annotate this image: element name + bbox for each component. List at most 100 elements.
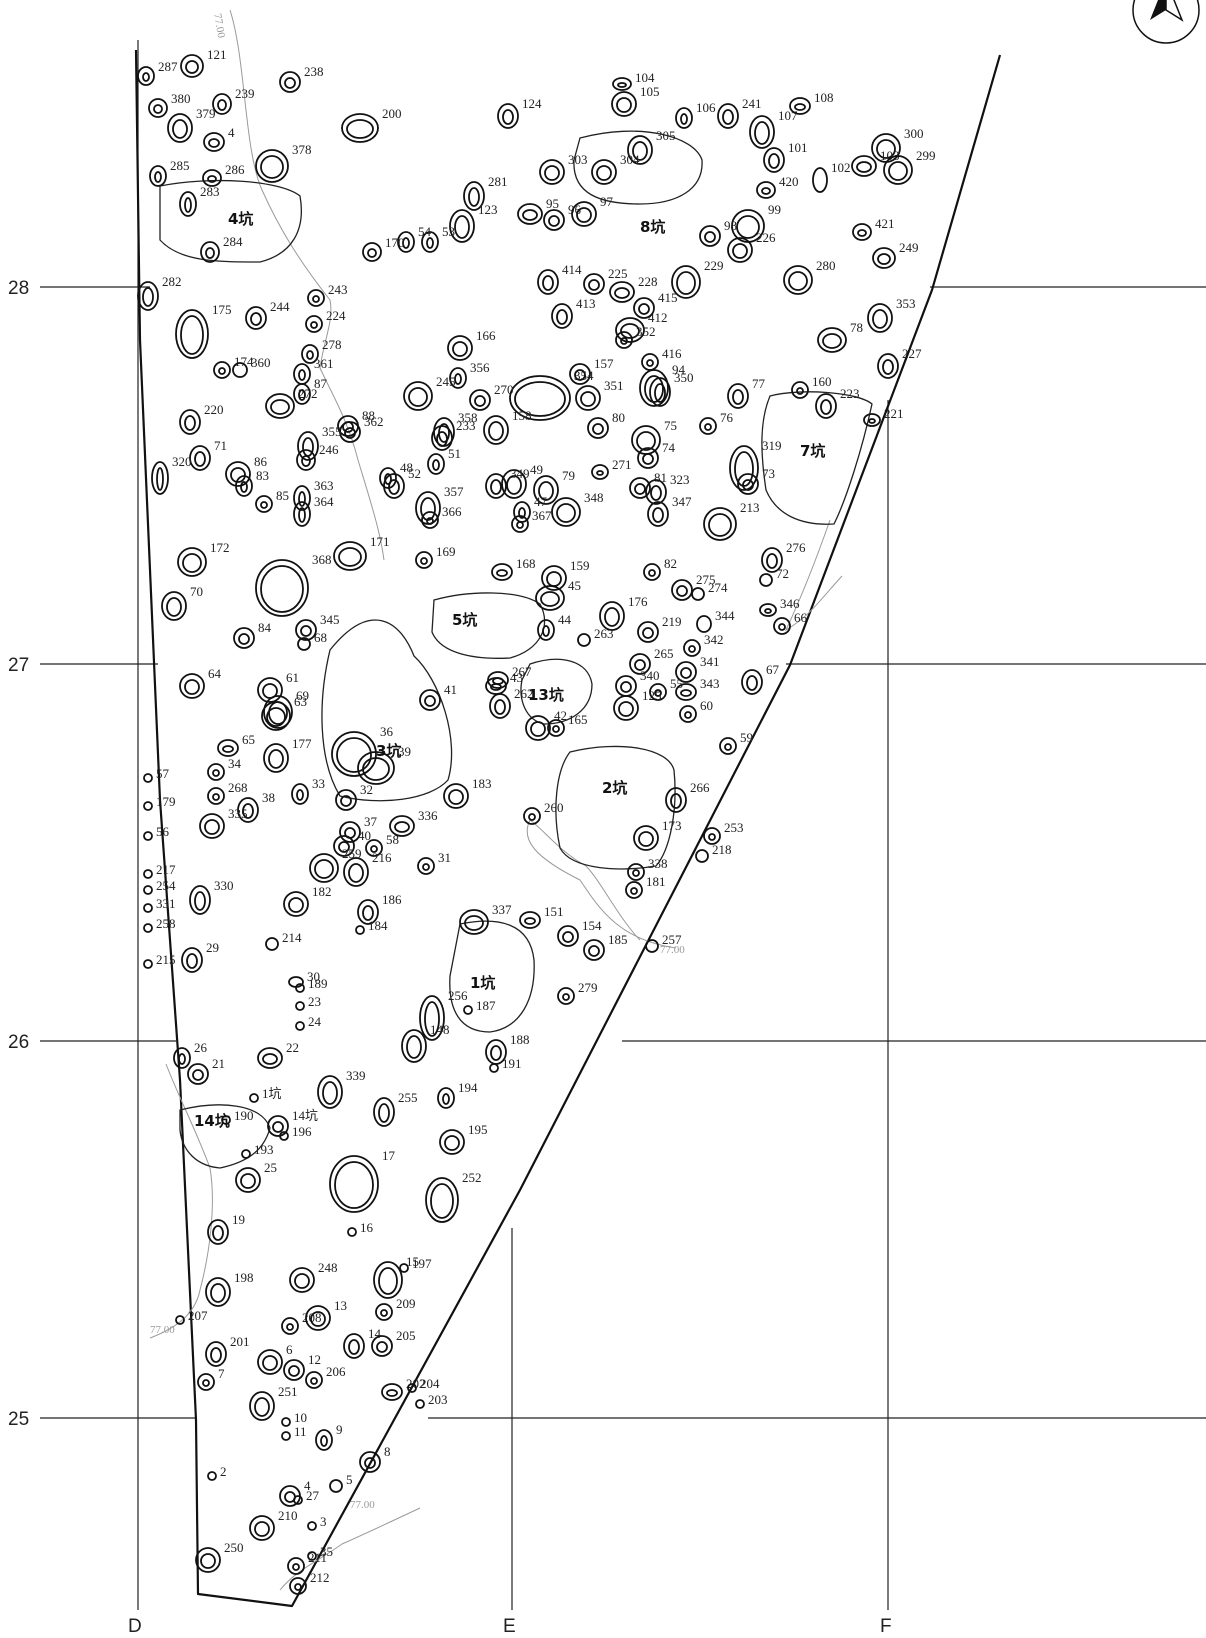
feature-number-label: 195	[468, 1122, 488, 1137]
feature-ellipse	[789, 97, 811, 115]
feature-number-label: 74	[662, 440, 676, 455]
feature-number-label: 94	[672, 362, 686, 377]
feature-inner-ellipse	[338, 547, 362, 567]
feature-number-label: 35	[320, 1544, 333, 1559]
feature-ellipse	[241, 1149, 251, 1159]
feature-inner-ellipse	[494, 699, 506, 715]
feature-ellipse	[609, 281, 635, 303]
feature-inner-ellipse	[468, 187, 480, 207]
feature-number-label: 416	[662, 346, 682, 361]
feature-ellipse	[357, 899, 379, 925]
feature-inner-ellipse	[362, 757, 390, 781]
feature-ellipse	[293, 501, 311, 527]
feature-ellipse	[207, 787, 225, 805]
feature-ellipse	[329, 1155, 379, 1213]
feature-number-label: 343	[700, 676, 720, 691]
feature-inner-ellipse	[502, 109, 514, 125]
feature-number-label: 33	[312, 776, 325, 791]
feature-ellipse	[181, 947, 203, 973]
feature-number-label: 378	[292, 142, 312, 157]
feature-number-label: 280	[816, 258, 836, 273]
feature-inner-ellipse	[562, 931, 574, 943]
feature-number-label: 57	[156, 766, 170, 781]
feature-number-label: 218	[712, 842, 732, 857]
feature-ellipse	[699, 225, 721, 247]
feature-number-label: 15	[406, 1254, 419, 1269]
feature-ellipse	[347, 1227, 357, 1237]
feature-number-label: 262	[514, 686, 534, 701]
feature-ellipse	[539, 159, 565, 185]
feature-number-label: 203	[428, 1392, 448, 1407]
feature-ellipse	[852, 223, 872, 241]
feature-inner-ellipse	[722, 109, 734, 125]
feature-ellipse	[629, 477, 651, 499]
feature-number-label: 353	[896, 296, 916, 311]
feature-ellipse	[647, 501, 669, 527]
feature-number-label: 217	[156, 862, 176, 877]
feature-inner-ellipse	[194, 891, 206, 911]
feature-inner-ellipse	[426, 517, 434, 525]
feature-number-label: 166	[476, 328, 496, 343]
feature-ellipse	[427, 453, 445, 475]
feature-number-label: 123	[478, 202, 498, 217]
feature-ellipse	[421, 231, 439, 253]
feature-number-label: 340	[640, 668, 660, 683]
feature-ellipse	[362, 242, 382, 262]
feature-ellipse	[255, 495, 273, 513]
feature-ellipse	[283, 891, 309, 917]
feature-ellipse	[501, 469, 527, 499]
feature-ellipse	[613, 695, 639, 721]
feature-number-label: 186	[382, 892, 402, 907]
feature-ellipse	[267, 1115, 289, 1137]
feature-number-label: 103	[880, 148, 900, 163]
feature-number-label: 412	[648, 310, 668, 325]
feature-number-label: 363	[314, 478, 334, 493]
feature-inner-ellipse	[342, 421, 354, 433]
feature-number-label: 179	[156, 794, 176, 809]
feature-ellipse	[519, 911, 541, 929]
feature-ellipse	[449, 209, 475, 243]
feature-inner-ellipse	[634, 659, 646, 671]
feature-number-label: 352	[636, 324, 656, 339]
column-label-e: E	[503, 1616, 516, 1637]
feature-inner-ellipse	[642, 453, 654, 465]
feature-inner-ellipse	[296, 789, 304, 801]
feature-number-label: 257	[662, 932, 682, 947]
feature-number-label: 254	[156, 878, 176, 893]
feature-inner-ellipse	[250, 312, 262, 326]
feature-ellipse	[257, 677, 283, 703]
pit-label: 3坑	[376, 742, 401, 760]
feature-ellipse	[463, 181, 485, 211]
feature-number-label: 85	[276, 488, 289, 503]
pit-label: 4坑	[228, 210, 253, 228]
feature-inner-ellipse	[676, 271, 696, 295]
feature-number-label: 197	[412, 1256, 432, 1271]
feature-number-label: 21	[212, 1056, 225, 1071]
feature-number-label: 246	[319, 442, 339, 457]
feature-inner-ellipse	[617, 82, 627, 88]
feature-ellipse	[381, 1383, 403, 1401]
feature-number-label: 108	[814, 90, 834, 105]
feature-inner-ellipse	[394, 821, 410, 833]
feature-inner-ellipse	[408, 387, 428, 407]
row-label-26: 26	[8, 1032, 29, 1053]
feature-ellipse	[257, 1349, 283, 1375]
feature-ellipse	[671, 579, 693, 601]
feature-number-label: 213	[740, 500, 760, 515]
feature-ellipse	[255, 149, 289, 183]
feature-number-label: 202	[406, 1376, 426, 1391]
feature-number-label: 47	[534, 494, 548, 509]
feature-inner-ellipse	[857, 229, 867, 237]
feature-ellipse	[615, 317, 645, 343]
feature-ellipse	[543, 209, 565, 231]
feature-ellipse	[551, 303, 573, 329]
feature-number-label: 189	[308, 976, 328, 991]
feature-ellipse	[179, 673, 205, 699]
feature-ellipse	[179, 191, 197, 217]
feature-ellipse	[143, 885, 153, 895]
feature-number-label: 319	[762, 438, 782, 453]
feature-inner-ellipse	[406, 1035, 422, 1059]
feature-inner-ellipse	[230, 467, 246, 483]
feature-inner-ellipse	[182, 553, 202, 573]
feature-inner-ellipse	[872, 309, 888, 329]
